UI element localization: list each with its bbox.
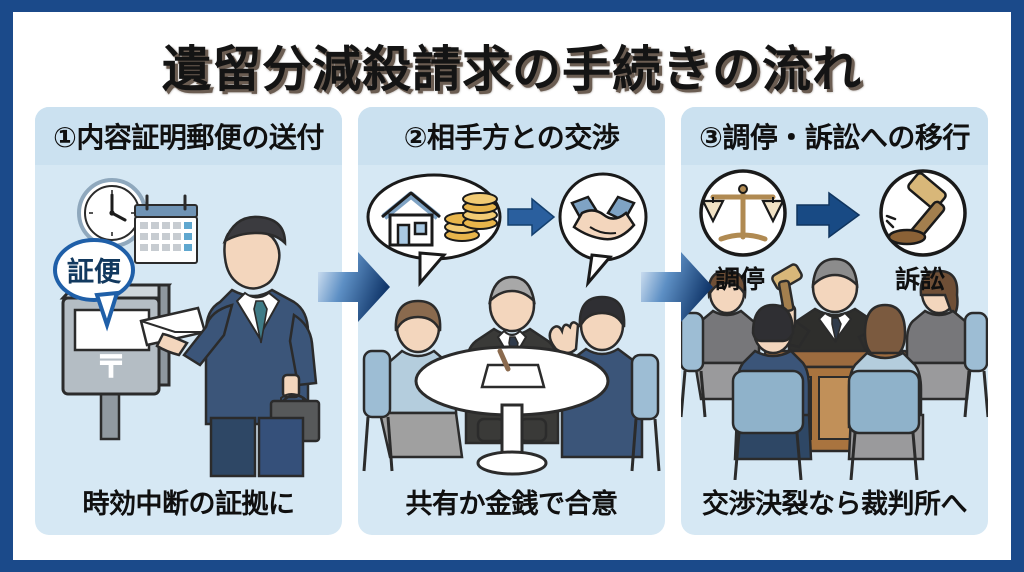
svg-text:証便: 証便 (67, 256, 122, 288)
agreement-speech-bubble (558, 172, 648, 288)
chair-left (362, 349, 394, 472)
panel-2-header: ②相手方との交渉 (358, 107, 665, 165)
flow-arrow-2-to-3 (641, 250, 713, 324)
page-title: 遺留分減殺請求の手続きの流れ (161, 41, 862, 98)
scales-icon (699, 169, 787, 257)
panel-3-header: ③調停・訴訟への移行 (681, 107, 988, 165)
panel-step-2: ②相手方との交渉 (358, 107, 665, 535)
panel-1-caption: 時効中断の証拠に (82, 489, 296, 520)
sub-label-chotei: 調停 (715, 265, 766, 294)
sub-label-soshou: 訴訟 (895, 265, 946, 294)
panel-step-3: ③調停・訴訟への移行 (681, 107, 988, 535)
calendar-icon (134, 194, 198, 264)
panel-3-caption: 交渉決裂なら裁判所へ (702, 489, 968, 520)
infographic-canvas: 遺留分減殺請求の手続きの流れ ①内容証明郵便の送付 (13, 12, 1011, 560)
panel-2-illustration (358, 165, 665, 480)
coins-icon (444, 192, 498, 242)
flow-arrow-icon-2 (641, 252, 713, 322)
panel-2-caption: 共有か金銭で合意 (405, 489, 619, 520)
speech-bubble-shomben: 証便 (53, 238, 135, 332)
chair-right (630, 353, 661, 472)
handshake-icon (570, 195, 636, 241)
gavel-icon (879, 169, 967, 257)
panel-1-illustration: 〒 証便 (35, 165, 342, 480)
negotiation-table-icon (362, 275, 661, 476)
postmark-symbol: 〒 (96, 350, 126, 385)
assets-speech-bubble (366, 173, 502, 288)
negotiation-scene-svg (362, 172, 661, 476)
step3-inner-arrow-icon (796, 191, 861, 239)
panel-1-header: ①内容証明郵便の送付 (35, 107, 342, 165)
flow-arrow-1-to-2 (318, 250, 390, 324)
house-icon (381, 191, 441, 247)
flow-arrow-icon-1 (318, 252, 390, 322)
panel-step-1: ①内容証明郵便の送付 (35, 107, 342, 535)
postal-scene-svg: 〒 証便 (53, 178, 321, 478)
businessman-icon (155, 215, 321, 478)
court-scene-svg (681, 169, 988, 481)
seated-parties-icon (681, 269, 988, 481)
postbox-icon: 〒 (59, 283, 173, 441)
bubble-flow-arrow-icon (507, 197, 556, 237)
panel-3-illustration: 調停 訴訟 (681, 165, 988, 481)
